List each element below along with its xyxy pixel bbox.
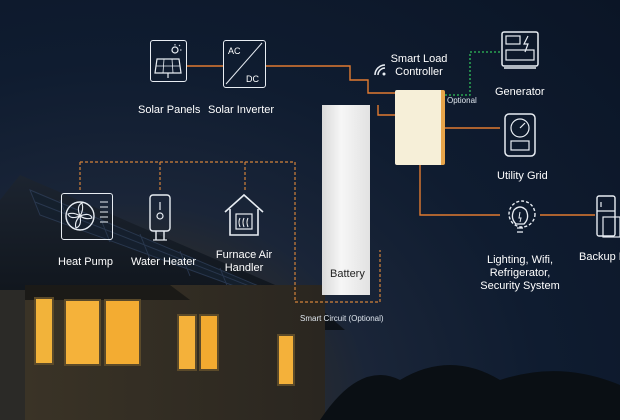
heat-pump-box <box>61 193 113 240</box>
solar-panel-icon <box>154 44 182 78</box>
lighting-loads-label: Lighting, Wifi, Refrigerator, Security S… <box>480 254 560 292</box>
battery-label: Battery <box>330 268 365 280</box>
utility-grid-label: Utility Grid <box>497 170 548 182</box>
smart-circuit-label: Smart Circuit (Optional) <box>300 314 384 323</box>
solar-panels-box <box>150 40 187 82</box>
backup-loads-label: Backup L <box>579 251 620 263</box>
wire-controller-to-battery <box>377 105 395 116</box>
backup-appliance-icon <box>596 195 620 238</box>
dc-label: DC <box>246 74 259 84</box>
battery-unit <box>322 105 370 295</box>
furnace-house-icon <box>224 193 264 236</box>
ac-dc-inverter-icon <box>225 42 263 85</box>
generator-label: Generator <box>495 86 545 98</box>
smart-load-controller-label: Smart Load Controller <box>390 53 448 78</box>
generator-icon <box>501 31 539 69</box>
lightbulb-gear-icon <box>508 200 536 233</box>
solar-inverter-label: Solar Inverter <box>208 104 275 116</box>
smart-circuit-dashed <box>79 161 381 303</box>
water-heater-icon <box>149 194 171 241</box>
solar-inverter-box <box>223 40 266 88</box>
utility-meter-icon <box>504 113 536 157</box>
optional-label: Optional <box>447 96 477 105</box>
wire-inverter-to-controller <box>266 65 395 94</box>
furnace-air-handler-label: Furnace Air Handler <box>215 249 273 274</box>
wire-controller-to-loads <box>419 165 500 216</box>
trees <box>320 365 620 420</box>
wire-optional-generator <box>445 51 500 96</box>
ac-label: AC <box>228 46 241 56</box>
solar-panels-label: Solar Panels <box>138 104 201 116</box>
smart-load-controller-unit <box>395 90 445 165</box>
house-windows <box>34 297 295 386</box>
water-heater-label: Water Heater <box>131 256 197 268</box>
heat-pump-label: Heat Pump <box>58 256 114 268</box>
wifi-icon <box>374 64 386 76</box>
heat-pump-fan-icon <box>65 201 108 231</box>
